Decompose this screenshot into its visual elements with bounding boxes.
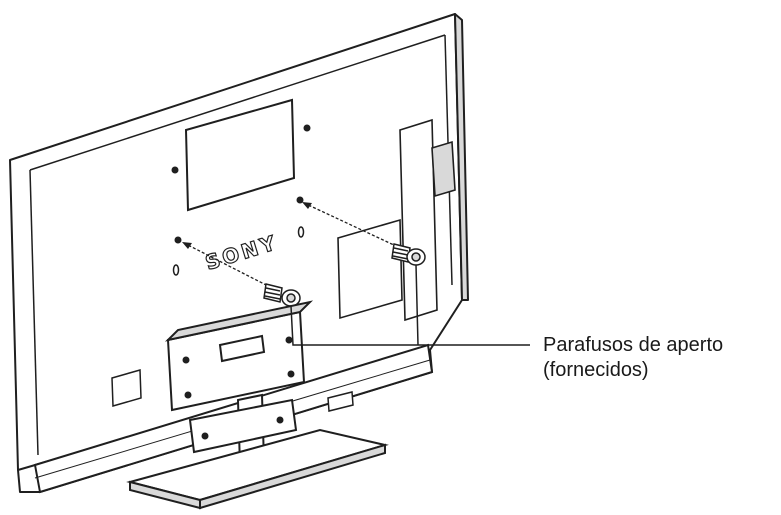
screw-left [263, 283, 301, 307]
arrow-heads [182, 202, 312, 249]
stand-base [126, 428, 389, 510]
stand-bracket [164, 300, 314, 412]
rear-slots [111, 369, 354, 412]
screw-callout-label: Parafusos de aperto (fornecidos) [543, 333, 723, 383]
insertion-arrows [183, 202, 397, 287]
vesa-label-panel [184, 98, 296, 212]
callout-leader [290, 264, 530, 346]
mount-holes [171, 124, 311, 276]
connector-bay [337, 118, 456, 322]
callout-line-1: Parafusos de aperto [543, 334, 724, 356]
callout-line-2: (fornecidos) [543, 359, 649, 381]
screw-right [391, 243, 426, 266]
